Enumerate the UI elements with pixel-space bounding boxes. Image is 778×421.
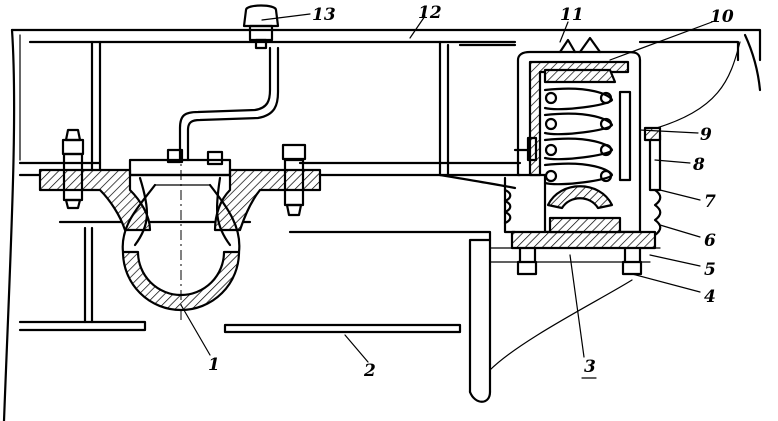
lubricator-pipe	[178, 4, 280, 162]
callout-3: 3	[584, 357, 596, 377]
callout-10: 10	[710, 7, 734, 27]
callout-labels: 1 2 3 4 5 6 7 8 9 10 11 12 13	[208, 3, 734, 381]
callout-13: 13	[312, 5, 336, 25]
callout-11: 11	[560, 5, 584, 25]
callout-8: 8	[692, 155, 705, 175]
callout-9: 9	[700, 125, 712, 145]
callout-4: 4	[704, 287, 716, 307]
callout-1: 1	[208, 355, 220, 375]
callout-5: 5	[704, 260, 716, 280]
leader-lines	[180, 13, 713, 371]
callout-6: 6	[704, 231, 716, 251]
callout-2: 2	[363, 361, 376, 381]
left-frame-edge	[2, 28, 21, 421]
top-beam	[10, 28, 762, 177]
spring-unit	[513, 36, 642, 234]
base-plate	[510, 216, 657, 276]
callout-12: 12	[418, 3, 442, 23]
callout-7: 7	[704, 192, 716, 212]
axle-box-bracket	[38, 128, 322, 320]
